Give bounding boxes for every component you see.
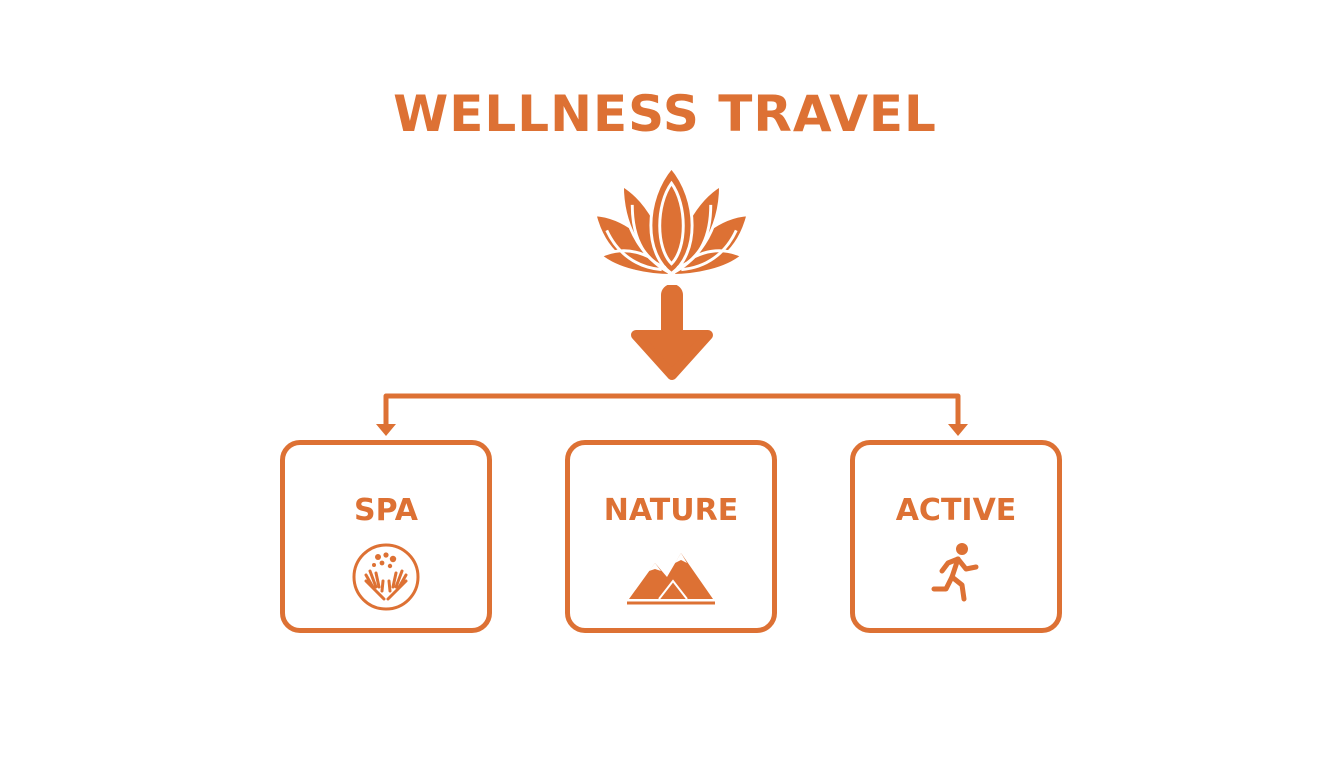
category-box-active: ACTIVE [850,440,1062,633]
running-person-icon [931,543,979,602]
branch-connector [376,393,968,436]
category-box-spa: SPA [280,440,492,633]
mountains-icon [627,553,715,605]
arrow-down-icon [631,285,713,380]
spa-hands-icon [352,543,420,611]
category-label-active: ACTIVE [895,493,1017,528]
diagram-title: WELLNESS TRAVEL [393,85,937,143]
category-box-nature: NATURE [565,440,777,633]
lotus-icon [593,166,750,277]
category-label-nature: NATURE [603,493,739,528]
category-label-spa: SPA [353,493,419,528]
